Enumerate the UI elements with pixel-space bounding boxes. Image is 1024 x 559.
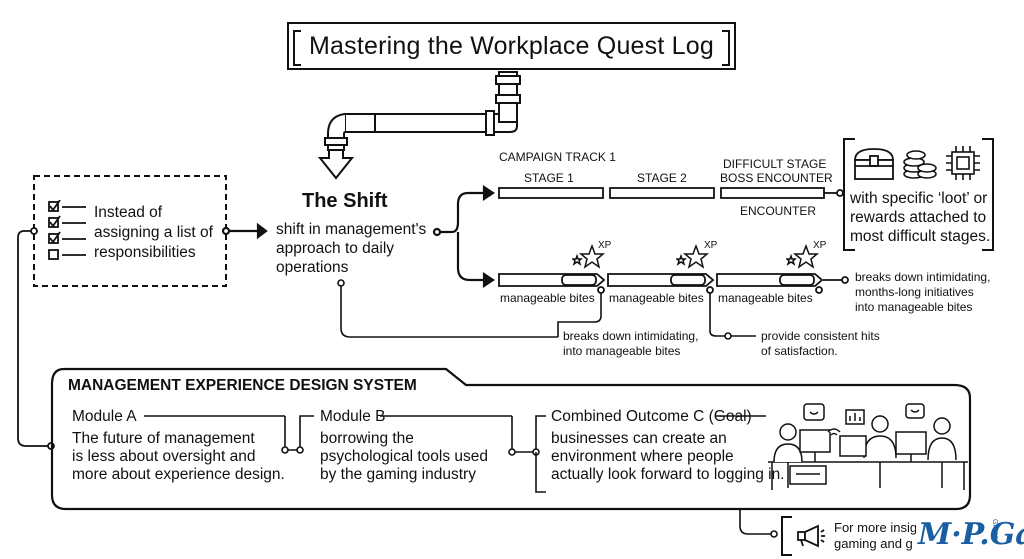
- loot-line-3: most difficult stages.: [850, 228, 991, 245]
- callout-1-line-2: into manageable bites: [563, 344, 681, 358]
- brand-logo[interactable]: M·P.Ga: [916, 518, 1024, 552]
- bites-track: [498, 273, 849, 294]
- xp-label-3: XP: [813, 240, 827, 251]
- loot-line-2: rewards attached to: [850, 209, 987, 226]
- star-icon: [675, 242, 712, 277]
- page-title: Mastering the Workplace Quest Log: [309, 31, 714, 60]
- bites-label-2: manageable bites: [609, 291, 704, 305]
- module-a-line-3: more about experience design.: [72, 466, 285, 483]
- xp-label-1: XP: [598, 240, 612, 251]
- megaphone-icon: [796, 524, 826, 553]
- module-a-line-1: The future of management: [72, 430, 255, 447]
- checklist-icon: [48, 199, 90, 269]
- module-c-line-1: businesses can create an: [551, 430, 727, 447]
- bites-note-1: breaks down intimidating,: [855, 270, 991, 284]
- module-b-title: Module B: [320, 408, 386, 425]
- microchip-icon: [944, 144, 982, 187]
- star-icon: [571, 242, 608, 277]
- boss-encounter-label: BOSS ENCOUNTER: [720, 171, 833, 185]
- treasure-chest-icon: [852, 146, 896, 187]
- footer-line-1: For more insig: [834, 520, 918, 535]
- stage-2-label: STAGE 2: [637, 171, 687, 185]
- brand-logo-sup: GAME: [991, 519, 998, 540]
- footer-line-2: gaming and g: [834, 536, 913, 551]
- boss-stage-bar: [720, 187, 825, 199]
- module-c-line-2: environment where people: [551, 448, 734, 465]
- xp-label-2: XP: [704, 240, 718, 251]
- callout-2-line-1: provide consistent hits: [761, 329, 880, 343]
- shift-line-2: approach to daily: [276, 240, 395, 257]
- module-b-line-2: psychological tools used: [320, 448, 489, 465]
- pipe-connector: [317, 71, 521, 180]
- bites-label-3: manageable bites: [718, 291, 813, 305]
- module-a-line-2: is less about oversight and: [72, 448, 256, 465]
- module-c-line-3: actually look forward to logging in.: [551, 466, 785, 483]
- checklist-box: [33, 175, 227, 287]
- campaign-track-label: CAMPAIGN TRACK 1: [499, 150, 616, 164]
- module-b-line-3: by the gaming industry: [320, 466, 476, 483]
- bites-label-1: manageable bites: [500, 291, 595, 305]
- checklist-text-1: Instead of: [94, 204, 163, 221]
- shift-line-3: operations: [276, 259, 349, 276]
- callout-2-line-2: of satisfaction.: [761, 344, 838, 358]
- office-team-icon: [768, 402, 968, 497]
- loot-line-1: with specific ‘loot’ or: [850, 190, 988, 207]
- checklist-text-2: assigning a list of: [94, 224, 213, 241]
- campaign-track: [498, 187, 844, 199]
- loot-bracket: [843, 138, 994, 251]
- module-b-line-1: borrowing the: [320, 430, 414, 447]
- system-panel: [50, 367, 972, 511]
- shift-line-1: shift in management's: [276, 221, 427, 238]
- module-a-title: Module A: [72, 408, 137, 425]
- difficult-stage-label: DIFFICULT STAGE: [723, 157, 827, 171]
- bites-note-3: into manageable bites: [855, 300, 973, 314]
- page-title-box: Mastering the Workplace Quest Log: [287, 22, 736, 70]
- stage-1-bar: [498, 187, 604, 199]
- shift-heading: The Shift: [302, 190, 388, 212]
- encounter-label: ENCOUNTER: [740, 204, 817, 218]
- bites-note-2: months-long initiatives: [855, 285, 974, 299]
- callout-1-line-1: breaks down intimidating,: [563, 329, 699, 343]
- coin-stack-icon: [902, 146, 938, 187]
- module-c-title: Combined Outcome C (Goal): [551, 408, 752, 425]
- checklist-text-3: responsibilities: [94, 244, 196, 261]
- stage-2-bar: [609, 187, 715, 199]
- star-icon: [785, 242, 822, 277]
- system-title: MANAGEMENT EXPERIENCE DESIGN SYSTEM: [68, 377, 417, 394]
- stage-1-label: STAGE 1: [524, 171, 574, 185]
